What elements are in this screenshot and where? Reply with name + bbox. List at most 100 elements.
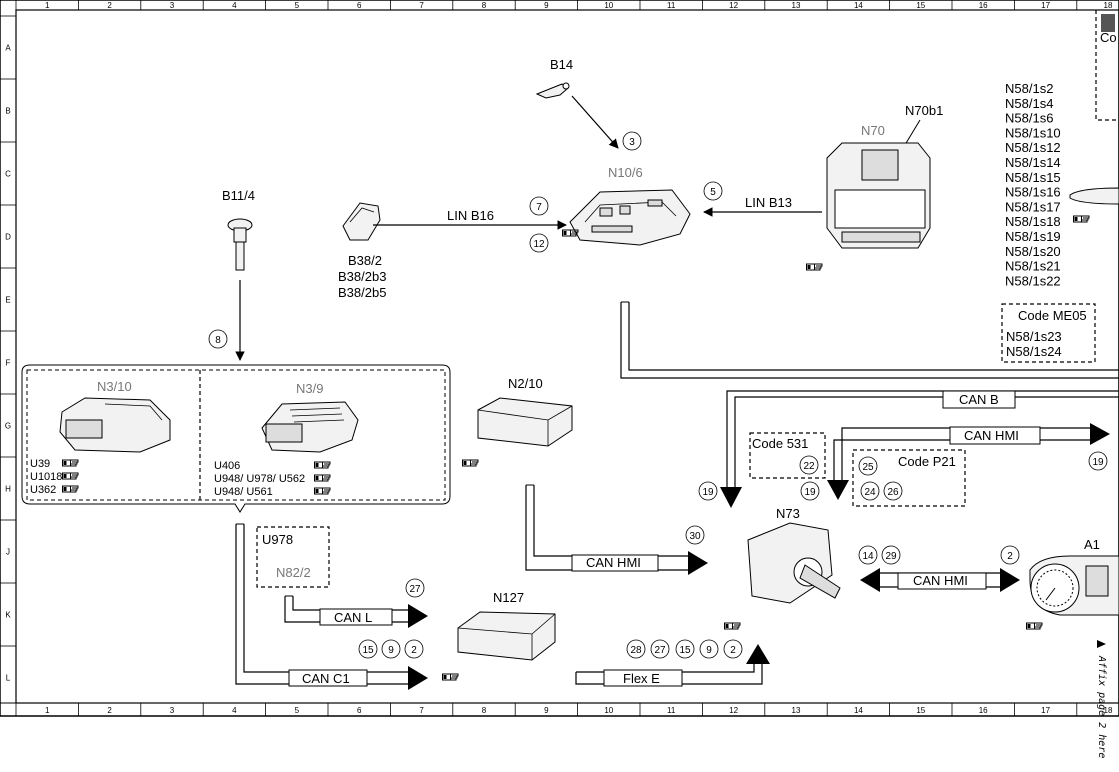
can-hmi-mid-bus: CAN HMI <box>525 484 708 575</box>
b11-4-sensor: B11/4 <box>222 188 255 361</box>
hand-pointer-icon <box>314 487 331 495</box>
grid-col-label: 11 <box>667 1 676 10</box>
variant-label: U1018 <box>30 471 62 483</box>
a1-label: A1 <box>1084 537 1100 552</box>
variant-label: U362 <box>30 484 56 496</box>
n10-6-module: N10/6 <box>562 165 691 246</box>
grid-col-label: 12 <box>729 706 738 715</box>
callout-5: 5 <box>703 181 723 201</box>
grid-row-label: B <box>5 107 10 116</box>
hand-pointer-icon <box>1073 215 1090 223</box>
n58-switch-label: N58/1s16 <box>1005 185 1061 200</box>
variant-label: U39 <box>30 458 50 470</box>
svg-text:19: 19 <box>702 487 714 498</box>
can-hmi-top-bus: CAN HMI <box>827 423 1110 500</box>
svg-text:15: 15 <box>679 645 691 656</box>
n73-label: N73 <box>776 506 800 521</box>
n70b1-label: N70b1 <box>905 103 943 118</box>
can-b-branch: CAN B <box>720 390 1119 508</box>
n58-control-panel <box>1069 187 1119 223</box>
lin-b16-line: LIN B16 <box>373 208 567 230</box>
flex-e-bus: Flex E <box>575 644 770 687</box>
engine-control-units-group <box>21 364 451 513</box>
svg-text:LIN B16: LIN B16 <box>447 208 494 223</box>
can-b-bus <box>620 301 1119 379</box>
b14-sensor: B14 <box>535 57 619 149</box>
callout-8: 8 <box>208 329 228 349</box>
svg-text:CAN HMI: CAN HMI <box>913 573 968 588</box>
b38-2-label: B38/2 <box>348 253 382 268</box>
n82-2-box: U978 N82/2 <box>256 526 330 588</box>
callout-30: 30 <box>685 525 705 545</box>
grid-col-label: 1 <box>45 706 50 715</box>
variant-label: U948/ U978/ U562 <box>214 473 305 485</box>
grid-row-label: C <box>5 170 11 179</box>
grid-col-label: 15 <box>916 706 925 715</box>
svg-text:9: 9 <box>706 645 712 656</box>
svg-text:8: 8 <box>215 335 221 346</box>
svg-text:Affix page 2 here: Affix page 2 here <box>1096 655 1107 758</box>
svg-text:26: 26 <box>887 487 899 498</box>
hand-pointer-icon <box>1026 622 1043 630</box>
n58-switch-label: N58/1s4 <box>1005 96 1053 111</box>
svg-text:CAN C1: CAN C1 <box>302 671 350 686</box>
svg-text:28: 28 <box>630 645 642 656</box>
hand-pointer-icon <box>314 461 331 469</box>
svg-text:30: 30 <box>689 531 701 542</box>
grid-col-label: 12 <box>729 1 738 10</box>
n58-switch-label: N58/1s10 <box>1005 125 1061 140</box>
n58-switch-label: N58/1s14 <box>1005 155 1061 170</box>
grid-col-label: 2 <box>107 1 112 10</box>
grid-col-label: 5 <box>295 1 300 10</box>
grid-col-label: 2 <box>107 706 112 715</box>
n3-9-label: N3/9 <box>296 381 323 396</box>
grid-row-label: F <box>6 359 11 368</box>
n58-switch-label: N58/1s18 <box>1005 214 1061 229</box>
grid-row-label: K <box>5 611 11 620</box>
svg-text:22: 22 <box>803 461 815 472</box>
callouts-can-c1: 15 9 2 <box>358 639 424 659</box>
svg-text:CAN HMI: CAN HMI <box>586 555 641 570</box>
grid-col-label: 18 <box>1104 706 1113 715</box>
n58-switch-label: N58/1s20 <box>1005 244 1061 259</box>
n58-switch-label: N58/1s6 <box>1005 111 1053 126</box>
affix-page-note: Affix page 2 here <box>1096 640 1107 758</box>
n3-10-module: N3/10 <box>59 379 171 453</box>
n2-10-module: N2/10 <box>462 376 573 467</box>
n70-label: N70 <box>861 123 885 138</box>
variant-label: U406 <box>214 460 240 472</box>
code-531-box: Code 531 22 <box>749 432 826 479</box>
n3-9-module: N3/9 <box>261 381 359 453</box>
n3-10-label: N3/10 <box>97 379 132 394</box>
grid-col-label: 17 <box>1041 1 1050 10</box>
svg-text:9: 9 <box>388 645 394 656</box>
grid-col-label: 4 <box>232 706 237 715</box>
grid-col-label: 14 <box>854 1 863 10</box>
svg-text:Code ME05: Code ME05 <box>1018 308 1087 323</box>
grid-col-label: 11 <box>667 706 676 715</box>
b38-2-sensor: B38/2 B38/2b3 B38/2b5 <box>338 202 386 300</box>
svg-text:29: 29 <box>885 551 897 562</box>
svg-text:3: 3 <box>629 137 635 148</box>
svg-text:CAN B: CAN B <box>959 392 999 407</box>
b11-4-label: B11/4 <box>222 188 255 203</box>
svg-text:27: 27 <box>654 645 666 656</box>
hand-pointer-icon <box>62 485 79 493</box>
svg-text:Co: Co <box>1100 30 1117 45</box>
svg-text:15: 15 <box>362 645 374 656</box>
svg-text:CAN HMI: CAN HMI <box>964 428 1019 443</box>
n58-switch-label: N58/1s2 <box>1005 81 1053 96</box>
svg-text:LIN B13: LIN B13 <box>745 195 792 210</box>
n58-switch-label: N58/1s15 <box>1005 170 1061 185</box>
svg-text:7: 7 <box>536 202 542 213</box>
svg-text:Code P21: Code P21 <box>898 454 956 469</box>
n58-switch-label: N58/1s23 <box>1006 329 1062 344</box>
grid-row-label: G <box>5 422 11 431</box>
grid-col-label: 14 <box>854 706 863 715</box>
n58-switch-label: N58/1s12 <box>1005 140 1061 155</box>
